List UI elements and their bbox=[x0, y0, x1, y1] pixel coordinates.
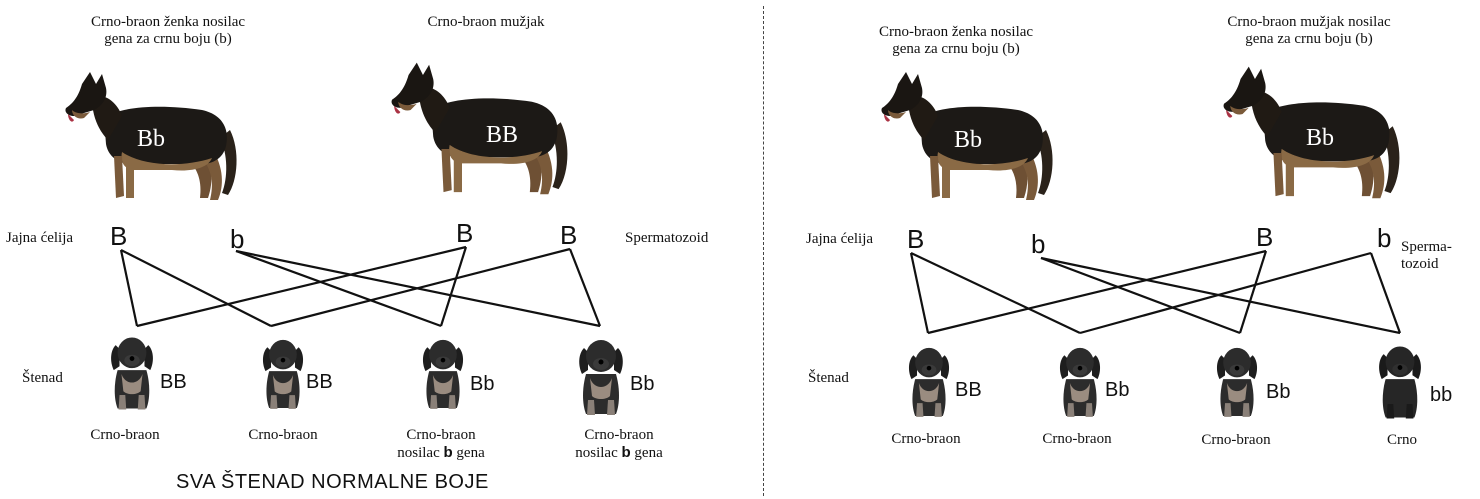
right-pups-label: Štenad bbox=[808, 370, 849, 386]
right-pup-2-genotype: Bb bbox=[1105, 379, 1130, 401]
line-right-B3-pup1 bbox=[927, 249, 1267, 335]
line-right-b4-pup2 bbox=[1079, 251, 1372, 335]
line-right-B1-pup2 bbox=[910, 252, 1081, 334]
right-female-genotype: Bb bbox=[954, 127, 983, 153]
right-pup-1-phenotype: Crno-braon bbox=[891, 431, 961, 447]
line-left-B3-pup3 bbox=[439, 246, 468, 327]
line-left-B3-pup1 bbox=[136, 245, 467, 328]
left-gamete-1: B bbox=[110, 221, 128, 251]
left-pup-1 bbox=[108, 332, 156, 412]
right-pup-2 bbox=[1057, 342, 1103, 420]
left-egg-label: Jajna ćelija bbox=[6, 230, 74, 246]
right-pup-2-phenotype: Crno-braon bbox=[1042, 431, 1112, 447]
left-sperm-label: Spermatozoid bbox=[625, 230, 709, 246]
right-gamete-3: B bbox=[1256, 222, 1274, 252]
carrier-text: nosilac b gena bbox=[575, 444, 663, 461]
right-gamete-1: B bbox=[907, 224, 925, 254]
line-left-B4-pup4 bbox=[568, 248, 602, 327]
left-pup-3 bbox=[420, 335, 466, 411]
line-right-b4-pup4 bbox=[1369, 252, 1402, 334]
left-pup-1-genotype: BB bbox=[160, 371, 187, 393]
panel-divider bbox=[763, 6, 764, 496]
right-gamete-2: b bbox=[1031, 229, 1046, 259]
left-pup-4 bbox=[576, 335, 626, 417]
right-pup-3 bbox=[1214, 342, 1260, 420]
line-right-B1-pup1 bbox=[909, 252, 930, 334]
left-pup-1-phenotype: Crno-braon bbox=[90, 427, 160, 443]
right-gamete-4: b bbox=[1377, 223, 1392, 253]
left-pup-3-genotype: Bb bbox=[470, 373, 495, 395]
right-pup-1 bbox=[906, 342, 952, 420]
left-male-genotype: BB bbox=[486, 122, 519, 148]
right-female-label: Crno-braon ženka nosilac gena za crnu bo… bbox=[878, 24, 1034, 57]
right-pup-3-genotype: Bb bbox=[1266, 381, 1291, 403]
line-left-B1-pup1 bbox=[119, 249, 139, 327]
line-right-b-pup3 bbox=[1040, 256, 1241, 335]
left-male-label: Crno-braon mužjak bbox=[427, 14, 545, 30]
line-left-B4-pup2 bbox=[270, 247, 571, 328]
left-male-dog bbox=[388, 60, 573, 200]
right-pup-4-phenotype: Crno bbox=[1387, 432, 1417, 448]
left-pup-2-phenotype: Crno-braon bbox=[248, 427, 318, 443]
left-gamete-3: B bbox=[456, 218, 474, 248]
right-male-genotype: Bb bbox=[1306, 125, 1335, 151]
right-pup-1-genotype: BB bbox=[955, 379, 982, 401]
left-female-label: Crno-braon ženka nosilac gena za crnu bo… bbox=[90, 14, 246, 47]
right-egg-label: Jajna ćelija bbox=[806, 231, 874, 247]
left-pup-4-genotype: Bb bbox=[630, 373, 655, 395]
left-footer: SVA ŠTENAD NORMALNE BOJE bbox=[176, 471, 489, 493]
left-pup-4-phenotype: Crno-braon nosilac b gena bbox=[575, 427, 663, 461]
line-left-B1-pup2 bbox=[120, 249, 272, 327]
right-pup-4-genotype: bb bbox=[1430, 384, 1453, 406]
left-pup-2-genotype: BB bbox=[306, 371, 333, 393]
left-pups-label: Štenad bbox=[22, 370, 63, 386]
left-female-genotype: Bb bbox=[137, 126, 166, 152]
left-gamete-2: b bbox=[230, 224, 245, 254]
right-sperm-label: Sperma- tozoid bbox=[1401, 239, 1452, 272]
left-pup-2 bbox=[260, 335, 306, 411]
carrier-text: nosilac b gena bbox=[397, 444, 485, 461]
line-right-B3-pup3 bbox=[1238, 250, 1268, 334]
right-pup-3-phenotype: Crno-braon bbox=[1201, 432, 1271, 448]
left-gamete-4: B bbox=[560, 220, 578, 250]
right-male-label: Crno-braon mužjak nosilac gena za crnu b… bbox=[1227, 14, 1391, 47]
left-pup-3-phenotype: Crno-braon nosilac b gena bbox=[397, 427, 485, 461]
right-pup-4 bbox=[1376, 340, 1424, 422]
line-left-b-pup3 bbox=[235, 249, 442, 328]
